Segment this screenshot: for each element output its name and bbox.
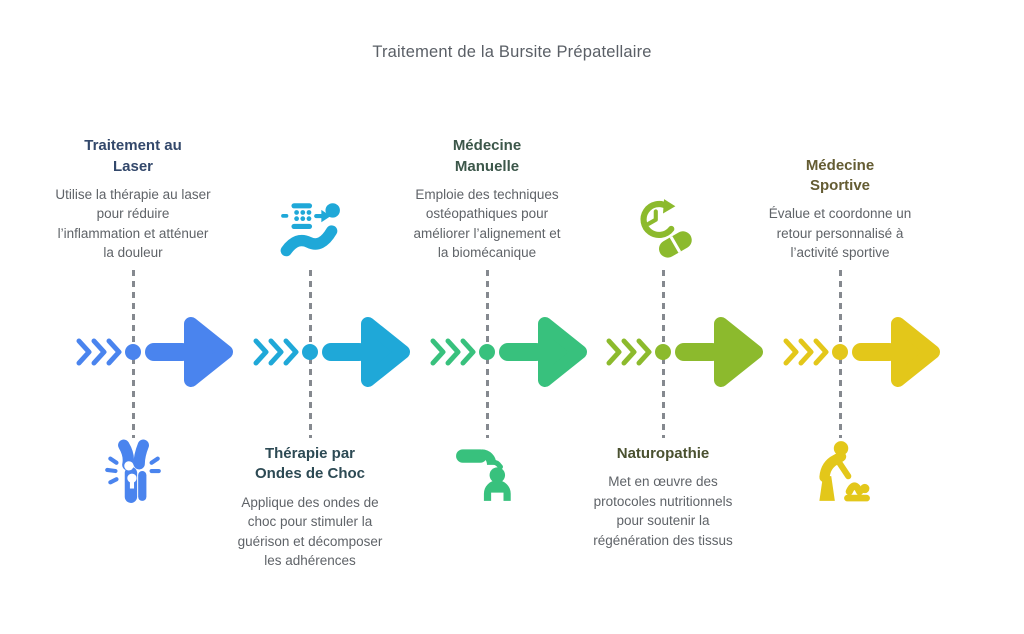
step-medecine-sportive: Médecine Sportive Évalue et coordonne un…: [752, 0, 940, 634]
chevrons-icon: [253, 337, 299, 367]
step-text: Traitement au Laser Utilise la thérapie …: [45, 95, 221, 263]
timeline-dot-icon: [125, 344, 141, 360]
step-description: Emploie des techniques ostéopathiques po…: [413, 186, 561, 261]
step-title: Traitement au Laser: [84, 137, 182, 175]
chevrons-icon: [430, 337, 476, 367]
shockwave-device-icon: [277, 197, 343, 263]
big-arrow-icon: [852, 312, 942, 392]
step-medecine-manuelle: Médecine Manuelle Emploie des techniques…: [399, 0, 587, 634]
step-description: Met en œuvre des protocoles nutritionnel…: [593, 474, 733, 548]
hand-massage-icon: [454, 438, 520, 504]
step-text: Naturopathie Met en œuvre des protocoles…: [575, 444, 751, 551]
clock-capsule-icon: [630, 197, 696, 263]
timeline-dot-icon: [302, 344, 318, 360]
step-title: Thérapie par Ondes de Choc: [254, 445, 366, 483]
timeline-dot-icon: [655, 344, 671, 360]
page-title: Traitement de la Bursite Prépatellaire: [372, 43, 652, 61]
timeline-dot-icon: [479, 344, 495, 360]
chevrons-icon: [783, 337, 829, 367]
step-naturopathie: Naturopathie Met en œuvre des protocoles…: [575, 0, 763, 634]
timeline-dot-icon: [832, 344, 848, 360]
knee-joint-inflammation-icon: [100, 438, 166, 504]
step-ondes-de-choc: Thérapie par Ondes de Choc Applique des …: [222, 0, 410, 634]
big-arrow-icon: [675, 312, 765, 392]
step-description: Évalue et coordonne un retour personnali…: [768, 206, 912, 261]
chevrons-icon: [76, 337, 122, 367]
step-title: Médecine Manuelle: [452, 137, 522, 175]
step-description: Utilise la thérapie au laser pour réduir…: [55, 186, 211, 261]
big-arrow-icon: [145, 312, 235, 392]
big-arrow-icon: [322, 312, 412, 392]
step-text: Médecine Manuelle Emploie des techniques…: [399, 95, 575, 263]
step-title: Médecine Sportive: [805, 156, 875, 195]
step-text: Thérapie par Ondes de Choc Applique des …: [222, 444, 398, 571]
physio-table-icon: [807, 438, 873, 504]
big-arrow-icon: [499, 312, 589, 392]
step-description: Applique des ondes de choc pour stimuler…: [237, 494, 383, 569]
step-text: Médecine Sportive Évalue et coordonne un…: [752, 95, 928, 263]
step-traitement-laser: Traitement au Laser Utilise la thérapie …: [45, 0, 233, 634]
step-title: Naturopathie: [616, 445, 710, 462]
chevrons-icon: [606, 337, 652, 367]
